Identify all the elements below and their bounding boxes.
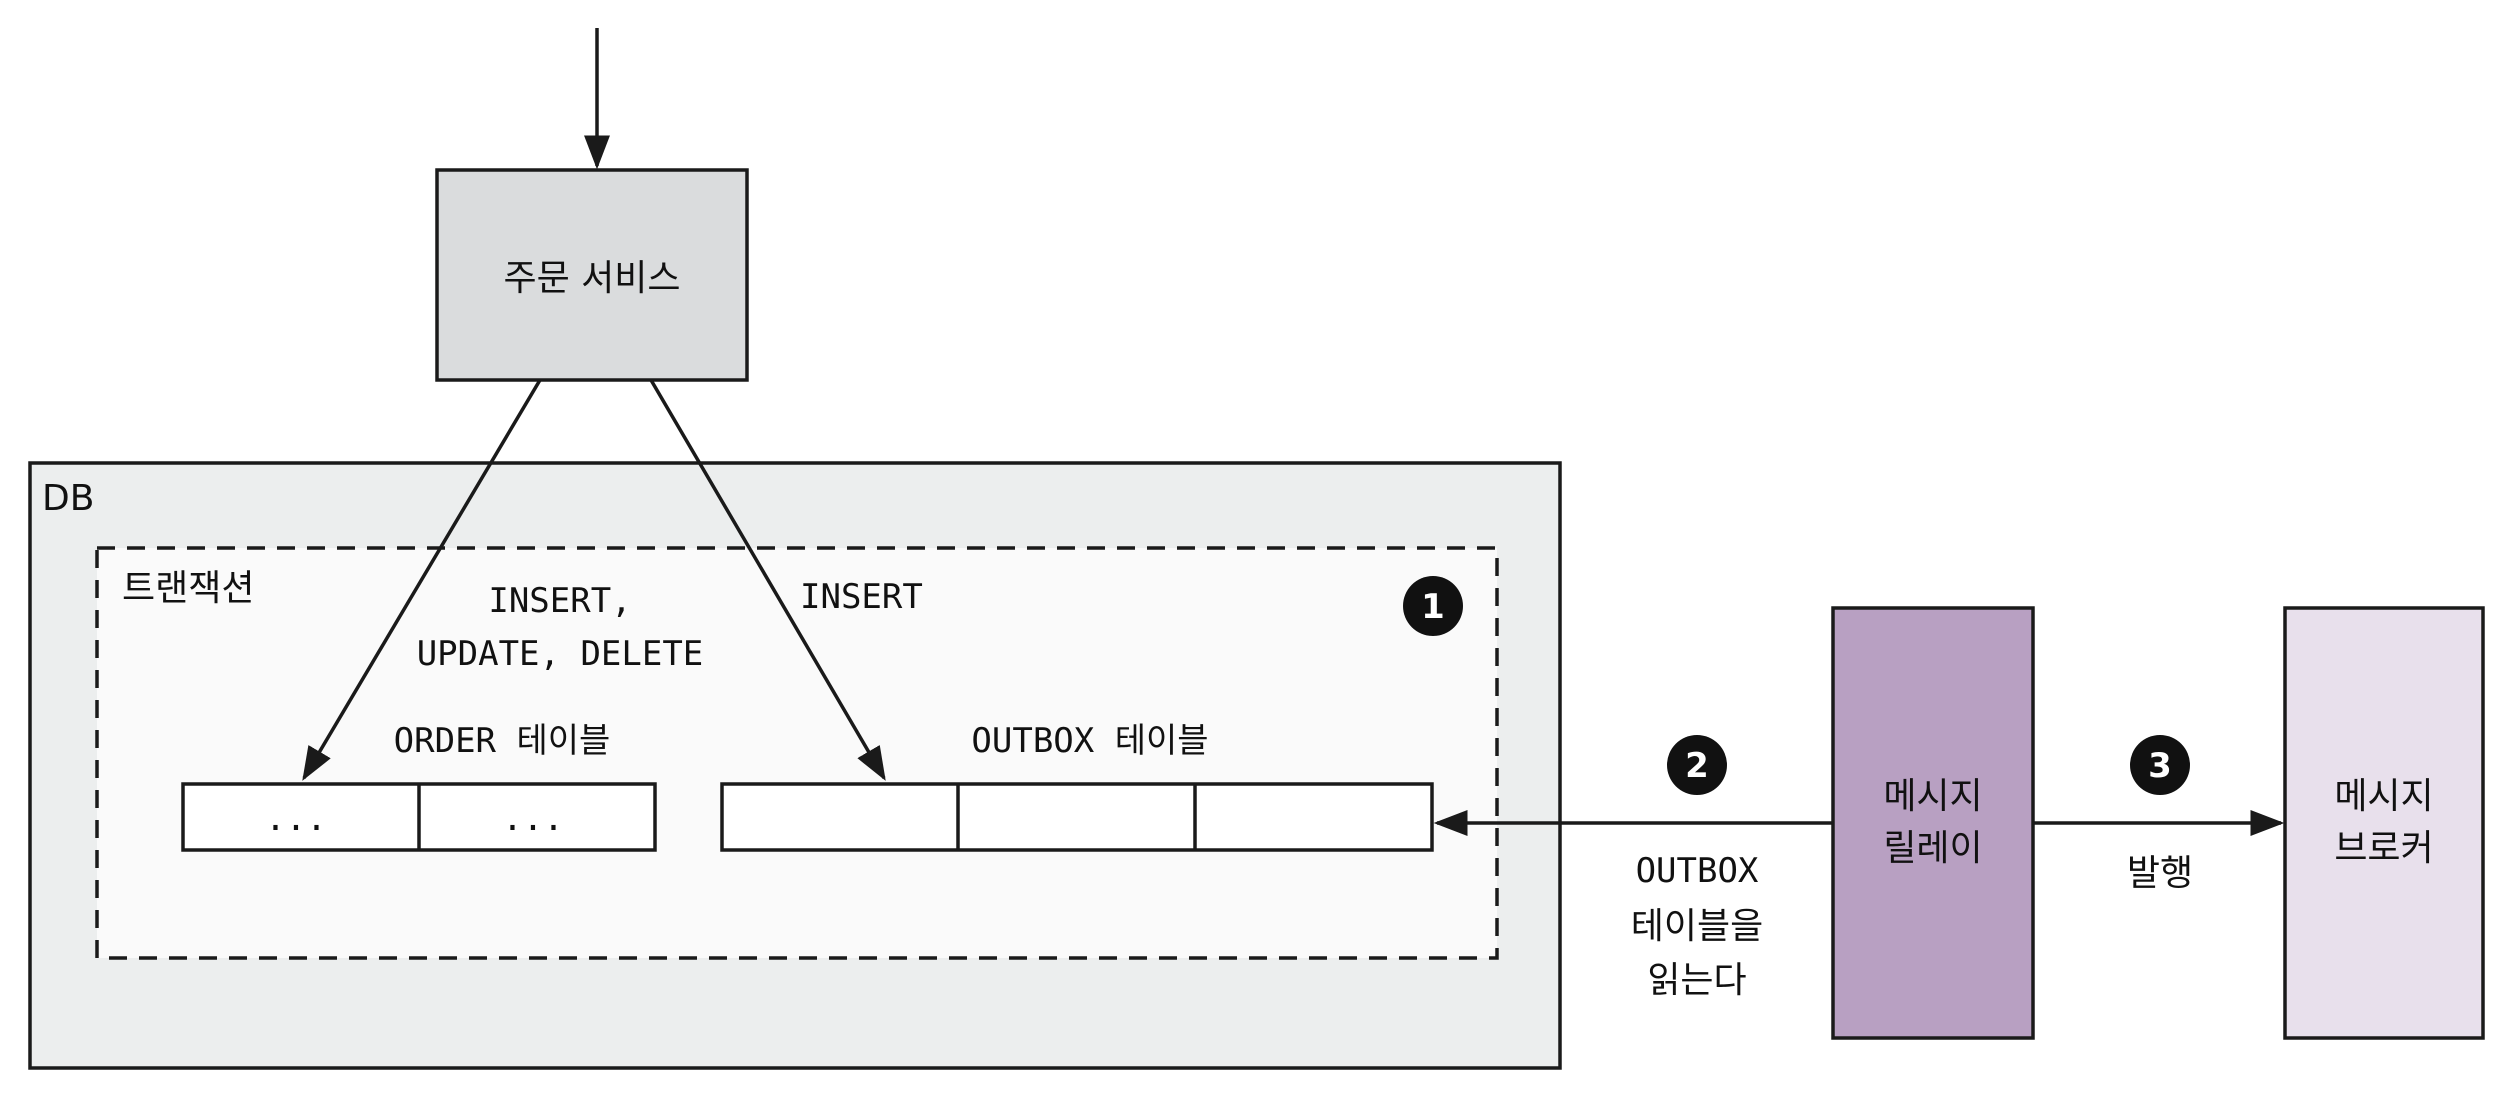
step-3-number: 3 bbox=[2148, 746, 2172, 786]
transaction-label: 트랜잭션 bbox=[122, 568, 254, 609]
outbox-table bbox=[720, 782, 1434, 852]
publish-label: 발행 bbox=[2127, 853, 2193, 894]
message-relay-box bbox=[1831, 606, 2035, 1040]
step-2-number: 2 bbox=[1685, 746, 1709, 786]
arrow-service-to-order-table bbox=[302, 379, 542, 781]
outbox-table-label: OUTBOX 테이블 bbox=[971, 721, 1208, 761]
to-outbox-edge-label: INSERT bbox=[800, 577, 923, 617]
to-order-edge-label-line2: UPDATE, DELETE bbox=[417, 634, 704, 674]
relay-read-label-line3: 읽는다 bbox=[1647, 960, 1746, 1001]
db-label: DB bbox=[42, 478, 94, 519]
step-1-number: 1 bbox=[1421, 587, 1445, 627]
message-broker-label-line2: 브로커 bbox=[2334, 828, 2433, 869]
message-relay-label-line2: 릴레이 bbox=[1883, 828, 1982, 869]
order-service-label: 주문 서비스 bbox=[503, 258, 680, 299]
message-relay-label-line1: 메시지 bbox=[1883, 776, 1982, 817]
transaction-boundary bbox=[95, 546, 1499, 960]
order-service-box bbox=[435, 168, 749, 382]
to-order-edge-label-line1: INSERT, bbox=[488, 581, 631, 621]
relay-read-label-line2: 테이블을 bbox=[1631, 906, 1763, 947]
arrow-service-to-outbox-table bbox=[649, 379, 886, 781]
step-2-badge: 2 bbox=[1667, 735, 1727, 795]
step-1-badge: 1 bbox=[1403, 576, 1463, 636]
relay-read-label-line1: OUTBOX bbox=[1636, 851, 1759, 891]
message-broker-box bbox=[2283, 606, 2485, 1040]
order-table-cell-1: ... bbox=[265, 799, 326, 839]
message-broker-label-line1: 메시지 bbox=[2334, 776, 2433, 817]
order-table-label: ORDER 테이블 bbox=[394, 721, 611, 761]
order-table-cell-2: ... bbox=[502, 799, 563, 839]
step-3-badge: 3 bbox=[2130, 735, 2190, 795]
